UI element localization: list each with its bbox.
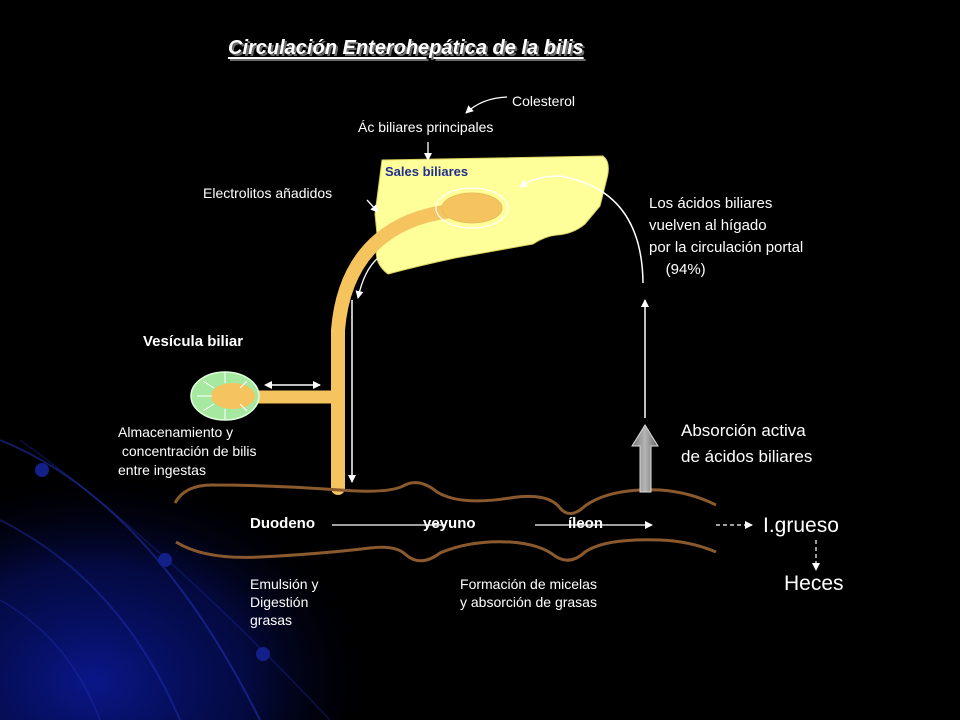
background-dot xyxy=(35,463,49,477)
intestine-lower-wall xyxy=(175,538,717,563)
duodeno-label: Duodeno xyxy=(250,515,315,532)
ileon-label: íleon xyxy=(568,515,604,532)
liver-to-duct-arrow xyxy=(355,257,379,299)
colesterol-arrow xyxy=(465,96,508,114)
diagram-title: Circulación Enterohepática de la bilis xyxy=(228,37,584,59)
intestine-upper-wall xyxy=(173,481,717,515)
background-dot xyxy=(158,553,172,567)
sales-biliares-label: Sales biliares xyxy=(385,164,469,179)
vesicula-label: Vesícula biliar xyxy=(143,333,244,350)
duct-opening-ring xyxy=(435,187,509,229)
electrolytes-arrow xyxy=(366,199,379,213)
intestino-grueso-label: I.grueso xyxy=(763,514,839,537)
duct-opening xyxy=(441,192,503,224)
portal-to-liver-arrow xyxy=(519,175,644,284)
gallbladder-icon xyxy=(190,371,260,421)
electrolitos-label: Electrolitos añadidos xyxy=(203,185,333,201)
acidos-biliares-label: Ác biliares principales xyxy=(358,119,494,135)
colesterol-label: Colesterol xyxy=(512,93,576,109)
background-dot xyxy=(256,647,270,661)
heces-label: Heces xyxy=(784,572,844,595)
yeyuno-label: yeyuno xyxy=(423,515,476,532)
absorption-arrow xyxy=(631,424,659,493)
